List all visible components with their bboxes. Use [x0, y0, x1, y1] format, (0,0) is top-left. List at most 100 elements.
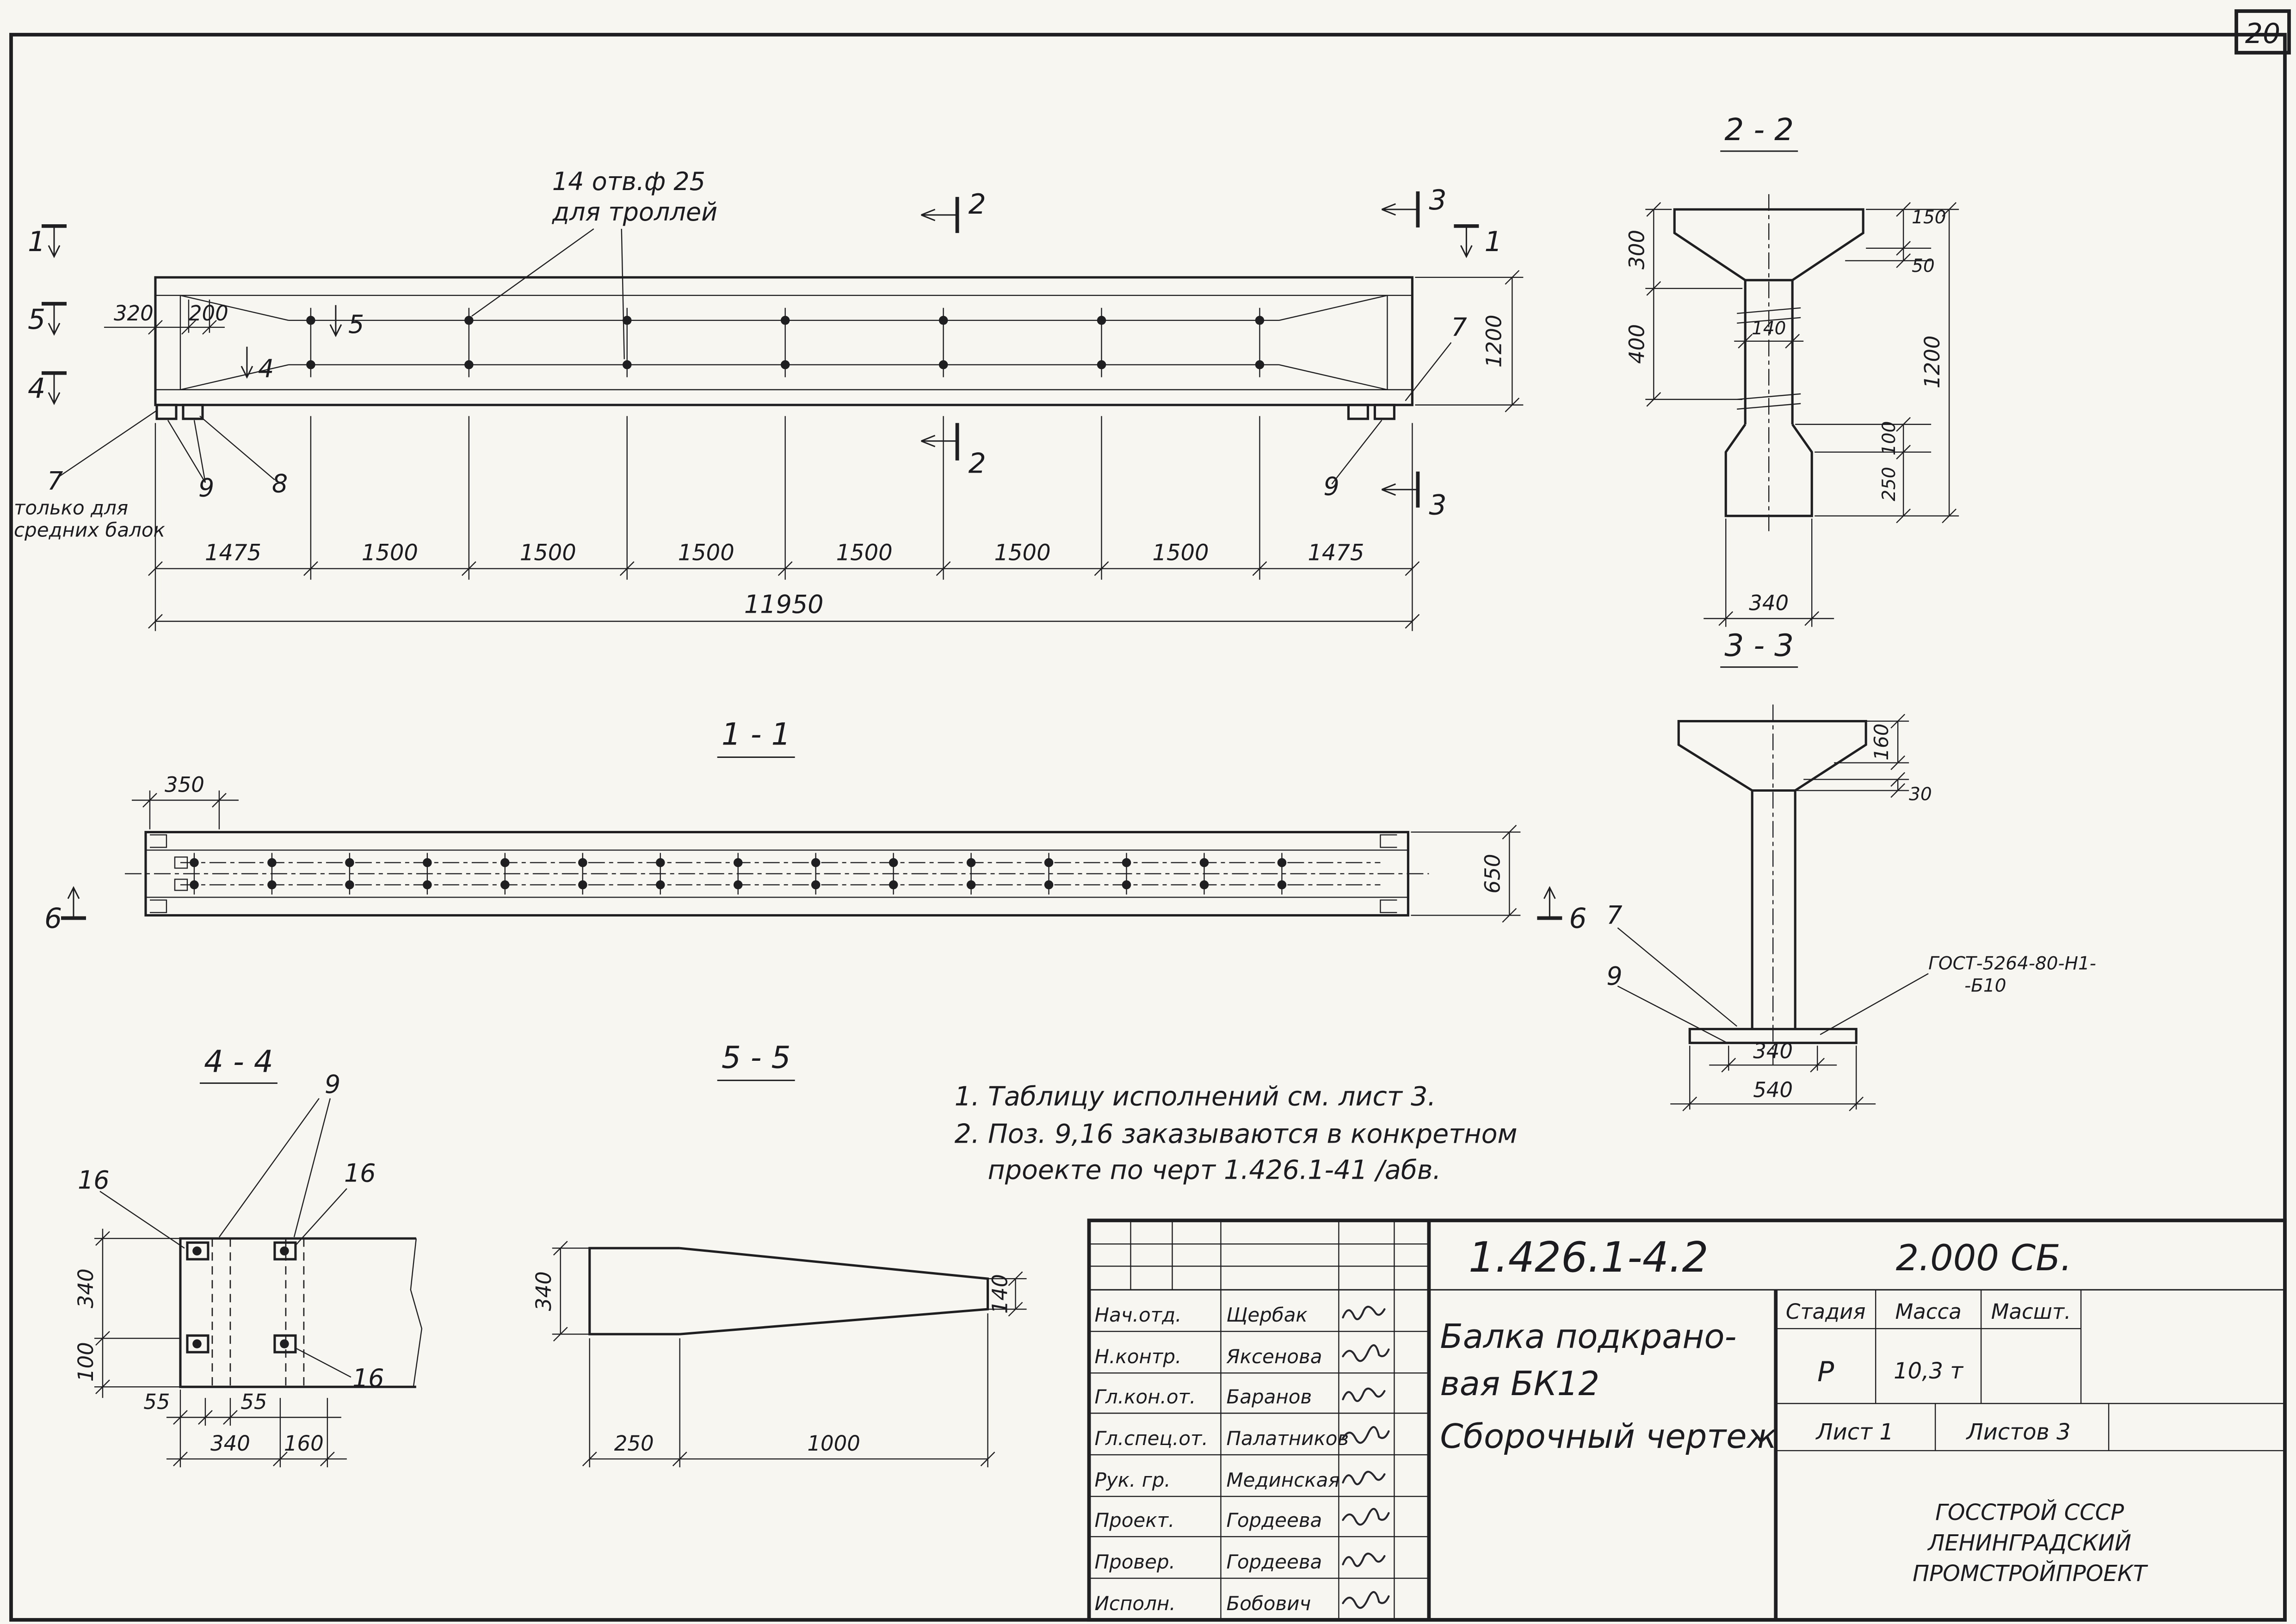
view-marker-6-right: 6 — [1537, 886, 1586, 935]
general-notes: 1. Таблицу исполнений см. лист 3. 2. Поз… — [955, 1081, 1518, 1185]
signature-scribble — [1342, 1387, 1386, 1402]
dim-650: 650 — [1411, 824, 1521, 923]
value-mass: 10,3 т — [1894, 1358, 1964, 1384]
svg-text:30: 30 — [1909, 784, 1932, 805]
header-mass: Масса — [1895, 1299, 1961, 1324]
section-4-4-title: 4 - 4 — [204, 1044, 273, 1079]
elevation-view: 14 отв.ф 25 для троллей 1 5 4 1 5 4 2 2 — [14, 167, 1524, 631]
svg-text:3: 3 — [1429, 184, 1446, 216]
drawing-title-3: Сборочный чертеж — [1440, 1417, 1777, 1456]
row-name: Гордеева — [1226, 1550, 1322, 1573]
part-label-16-a: 16 — [78, 1165, 110, 1194]
section-3-3-dims: 160 30 340 540 — [1670, 714, 1932, 1112]
svg-text:6: 6 — [44, 902, 62, 935]
section-4-4-dims: 340 100 55 55 340 160 — [74, 1229, 347, 1468]
svg-text:1500: 1500 — [836, 540, 893, 566]
svg-text:100: 100 — [74, 1342, 98, 1382]
cut-marker-4-inner: 4 — [241, 346, 274, 383]
svg-text:1500: 1500 — [1152, 540, 1209, 566]
svg-text:1475: 1475 — [205, 540, 261, 566]
weld-gost-note-1: ГОСТ-5264-80-Н1- — [1928, 953, 2096, 974]
note-line-2: 2. Поз. 9,16 заказываются в конкретном — [955, 1119, 1518, 1149]
dim-320-200: 320 200 — [104, 299, 228, 335]
signature-scribble — [1342, 1344, 1390, 1362]
note-middle-beams-1: только для — [14, 497, 128, 519]
section-5-5-dims: 340 140 250 1000 — [531, 1241, 1027, 1468]
view-marker-4: 4 — [28, 371, 67, 405]
svg-text:140: 140 — [988, 1274, 1012, 1314]
view-marker-5: 5 — [28, 301, 67, 336]
svg-text:340: 340 — [1753, 1039, 1793, 1063]
signature-scribble — [1342, 1470, 1386, 1485]
row-name: Мединская — [1226, 1469, 1339, 1491]
part-label-9-sec44: 9 — [325, 1070, 340, 1099]
drawing-title-1: Балка подкрано- — [1440, 1317, 1736, 1356]
svg-text:55: 55 — [143, 1390, 170, 1414]
row-role: Рук. гр. — [1095, 1469, 1171, 1491]
page-number: 20 — [2245, 18, 2280, 50]
row-name: Бобович — [1226, 1592, 1311, 1615]
svg-text:200: 200 — [189, 301, 228, 326]
svg-text:4: 4 — [258, 354, 274, 383]
cut-marker-5-inner: 5 — [329, 304, 364, 339]
svg-text:3: 3 — [1429, 489, 1446, 522]
note-line-1: 1. Таблицу исполнений см. лист 3. — [955, 1081, 1436, 1112]
doc-number: 1.426.1-4.2 — [1469, 1233, 1709, 1282]
svg-text:400: 400 — [1624, 324, 1649, 364]
row-role: Гл.кон.от. — [1095, 1385, 1196, 1408]
part-label-9-right: 9 — [1323, 472, 1339, 501]
row-role: Гл.спец.от. — [1095, 1427, 1208, 1450]
row-name: Гордеева — [1226, 1509, 1322, 1532]
org-line-2: ЛЕНИНГРАДСКИЙ — [1927, 1530, 2131, 1556]
row-role: Провер. — [1095, 1550, 1175, 1573]
section-1-1: 1 - 1 350 650 6 6 — [44, 717, 1586, 935]
row-name: Яксенова — [1226, 1345, 1322, 1368]
row-name: Щербак — [1226, 1304, 1308, 1326]
svg-text:6: 6 — [1569, 902, 1586, 935]
beam-outline — [154, 276, 1413, 406]
svg-text:320: 320 — [114, 301, 154, 326]
svg-text:1000: 1000 — [807, 1431, 860, 1456]
svg-text:250: 250 — [1879, 467, 1900, 501]
section-3-3-title: 3 - 3 — [1724, 628, 1794, 664]
holes-note-line1: 14 отв.ф 25 — [552, 167, 705, 196]
row-role: Н.контр. — [1095, 1345, 1182, 1368]
row-role: Нач.отд. — [1095, 1304, 1182, 1326]
svg-text:2: 2 — [969, 188, 986, 221]
svg-text:1200: 1200 — [1481, 315, 1506, 368]
svg-text:2: 2 — [969, 448, 986, 480]
svg-text:340: 340 — [210, 1431, 250, 1456]
svg-text:5: 5 — [28, 303, 45, 336]
svg-text:650: 650 — [1480, 854, 1505, 894]
holes-note-line2: для троллей — [552, 197, 717, 227]
section-2-2-dims: 300 400 140 150 50 100 250 1200 340 — [1624, 202, 1959, 627]
row-name: Палатников — [1226, 1427, 1349, 1450]
section-4-4: 4 - 4 340 100 55 55 340 160 9 16 16 16 — [74, 1044, 423, 1468]
svg-text:150: 150 — [1912, 207, 1946, 228]
svg-text:1500: 1500 — [520, 540, 576, 566]
dim-350: 350 — [131, 773, 239, 830]
svg-text:340: 340 — [531, 1271, 556, 1311]
svg-text:340: 340 — [1749, 591, 1789, 615]
cut-marker-2-bottom: 2 — [920, 423, 986, 480]
signature-rows: Нач.отд. Щербак Н.контр. Яксенова Гл.кон… — [1095, 1304, 1390, 1615]
view-marker-6-left: 6 — [44, 886, 86, 935]
section-5-5: 5 - 5 340 140 250 1000 — [531, 1040, 1027, 1468]
svg-text:5: 5 — [348, 310, 364, 339]
sheet-count: Листов 3 — [1966, 1419, 2071, 1445]
dim-chain-bottom: 1475 1500 1500 1500 1500 1500 1500 1475 … — [148, 416, 1420, 631]
holes-note-leaders — [471, 228, 625, 359]
svg-text:1200: 1200 — [1920, 336, 1944, 388]
svg-text:1500: 1500 — [994, 540, 1051, 566]
part-label-9: 9 — [198, 474, 214, 503]
note-middle-beams-2: средних балок — [14, 519, 166, 541]
header-scale: Масшт. — [1991, 1299, 2071, 1324]
note-line-3: проекте по черт 1.426.1-41 /абв. — [988, 1155, 1441, 1185]
part-label-9-sec33: 9 — [1606, 961, 1622, 990]
part-label-16-b: 16 — [344, 1158, 376, 1187]
section-5-5-title: 5 - 5 — [722, 1040, 791, 1075]
section-3-3: 3 - 3 160 30 340 540 7 9 ГОСТ-5264-80-Н1… — [1606, 628, 2096, 1112]
svg-text:55: 55 — [241, 1390, 267, 1414]
